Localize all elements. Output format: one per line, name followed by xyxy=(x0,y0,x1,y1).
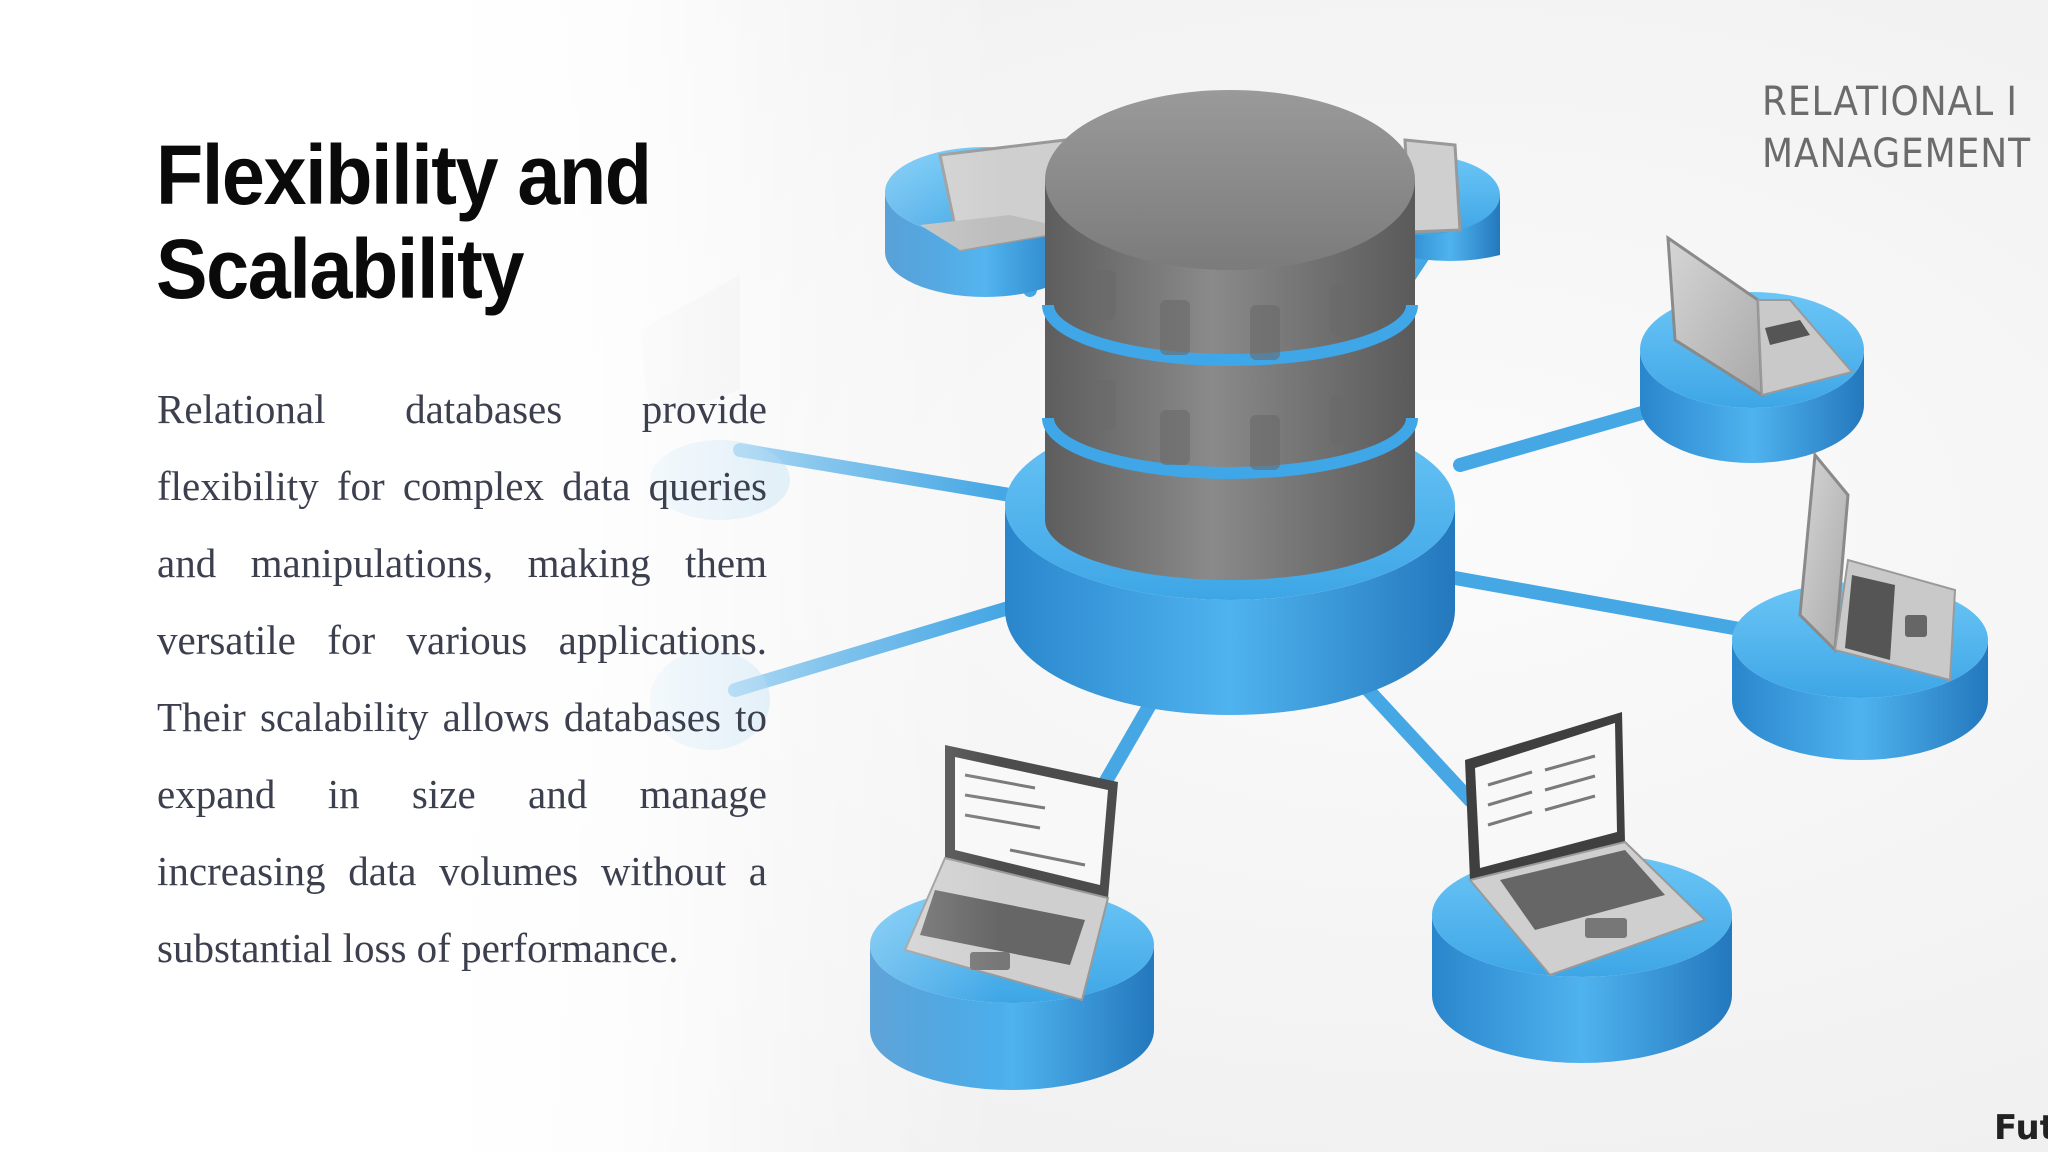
laptop-icon xyxy=(1432,712,1732,1063)
corner-text-fragment: Fut xyxy=(1994,1108,2048,1148)
slide-title-line2: Scalability xyxy=(156,222,524,316)
slide-title: Flexibility and Scalability xyxy=(156,128,800,316)
database-server-icon xyxy=(1005,90,1455,715)
figure-caption-line1: RELATIONAL I xyxy=(1762,79,2018,125)
slide-title-line1: Flexibility and xyxy=(156,128,652,222)
laptop-icon xyxy=(1640,235,1864,463)
figure-caption-line2: MANAGEMENT xyxy=(1762,131,2031,177)
figure-caption: RELATIONAL I MANAGEMENT xyxy=(1762,76,2031,180)
slide-body-text: Relational databases provide flexibility… xyxy=(157,386,767,971)
laptop-icon xyxy=(1732,451,1988,760)
